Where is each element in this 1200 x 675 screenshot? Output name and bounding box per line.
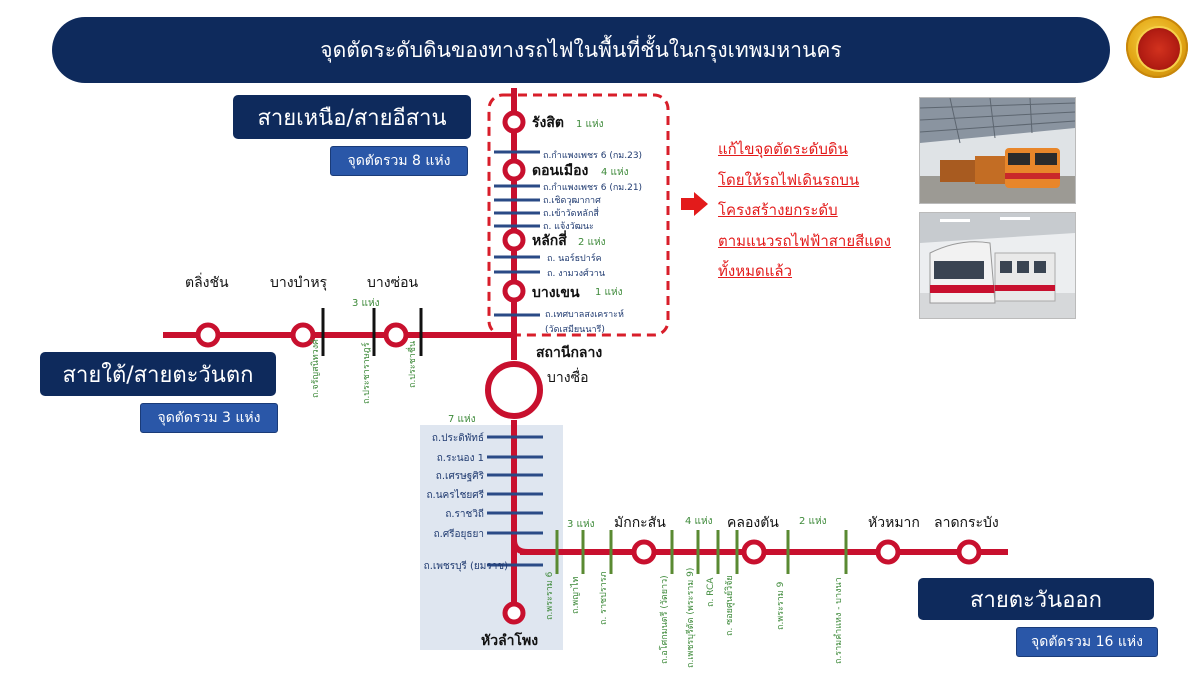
station-label-hualamphong: หัวลำโพง — [481, 631, 538, 649]
segment-count: 4 แห่ง — [685, 516, 713, 527]
station-marker-huamak — [875, 539, 901, 565]
station-marker-bangkhen — [502, 279, 526, 303]
note-line: ทั้งหมดแล้ว — [718, 262, 793, 280]
crossing-label: ถ.รามคำแหง - บางนา — [833, 577, 844, 664]
station-label-khlongtan: คลองตัน — [727, 515, 779, 531]
crossing-label: ถ.นครไชยศรี — [426, 489, 484, 501]
crossing-label: ถ. ซอยศูนย์วิจัย — [723, 575, 735, 636]
station-marker-hualamphong — [502, 601, 526, 625]
note-line: ตามแนวรถไฟฟ้าสายสีแดง — [718, 231, 891, 250]
crossing-label: ถ.กำแพงเพชร 6 (กม.21) — [543, 182, 642, 193]
station-label-bangkhen: บางเขน — [532, 285, 580, 301]
crossing-label: ถ.กำแพงเพชร 6 (กม.23) — [543, 150, 642, 161]
segment-count: 1 แห่ง — [595, 287, 623, 298]
crossing-label: (วัดเสมียนนารี) — [545, 324, 605, 335]
crossing-label: ถ.เพชรบุรีตัด (พระราม 9) — [685, 568, 696, 668]
station-marker-khlongtan — [741, 539, 767, 565]
arrow-right-icon — [681, 192, 708, 216]
crossing-label: ถ.เศรษฐศิริ — [436, 471, 485, 482]
region-north-count: จุดตัดรวม 8 แห่ง — [330, 146, 468, 176]
station-label-talingchan: ตลิ่งชัน — [185, 273, 229, 291]
crossing-label: ถ.เชิดวุฒากาศ — [543, 195, 601, 206]
note-line: โดยให้รถไฟเดินรถบน — [718, 170, 860, 189]
segment-count: 4 แห่ง — [601, 167, 629, 178]
segment-count: 2 แห่ง — [799, 516, 827, 527]
crossing-label: ถ.ระนอง 1 — [437, 453, 484, 464]
station-label-rangsit: รังสิต — [532, 115, 564, 131]
station-marker-bangbamru — [290, 322, 316, 348]
station-label-laksi: หลักสี่ — [532, 230, 567, 249]
station-label-bangsue-1: สถานีกลาง — [536, 345, 602, 361]
crossing-label: ถ.ประชาชื่น — [405, 341, 418, 388]
elevated-zone-box — [487, 93, 670, 337]
station-label-bangson: บางซ่อน — [367, 275, 418, 291]
station-marker-laksi — [502, 228, 526, 252]
segment-count: 1 แห่ง — [576, 119, 604, 130]
elevation-note: แก้ไขจุดตัดระดับดิน โดยให้รถไฟเดินรถบน โ… — [718, 134, 891, 287]
train-photo-2 — [919, 212, 1076, 319]
station-label-latkrabang: ลาดกระบัง — [934, 515, 999, 531]
note-line: โครงสร้างยกระดับ — [718, 201, 838, 219]
station-label-donmueang: ดอนเมือง — [532, 163, 588, 179]
station-marker-latkrabang — [956, 539, 982, 565]
crossing-label: ถ.เข้าวัดหลักสี่ — [543, 206, 599, 219]
station-label-huamak: หัวหมาก — [868, 515, 920, 531]
crossing-label: ถ.อโศกมนตรี (วัดยาว) — [659, 575, 670, 664]
east-junction — [511, 539, 529, 555]
segment-count: 3 แห่ง — [352, 298, 380, 309]
crossing-label: ถ.ราชวิถี — [445, 508, 484, 520]
crossing-label: ถ.เพชรบุรี (ยมราช) — [424, 560, 508, 572]
segment-count: 7 แห่ง — [448, 414, 476, 425]
crossing-label: ถ.พญาไท — [570, 577, 581, 614]
region-east-count: จุดตัดรวม 16 แห่ง — [1016, 627, 1158, 657]
crossing-label: ถ.พระราม 9 — [776, 581, 786, 630]
crossing-label: ถ.ศรีอยุธยา — [434, 528, 484, 540]
region-north-label: สายเหนือ/สายอีสาน — [233, 95, 471, 139]
segment-count: 3 แห่ง — [567, 519, 595, 530]
crossing-label: ถ.ประดิพัทธ์ — [432, 432, 484, 444]
page-title: จุดตัดระดับดินของทางรถไฟในพื้นที่ชั้นในก… — [52, 17, 1110, 83]
station-label-bangsue-2: บางซื่อ — [547, 368, 589, 386]
station-marker-talingchan — [195, 322, 221, 348]
region-east-label: สายตะวันออก — [918, 578, 1154, 620]
region-south-count: จุดตัดรวม 3 แห่ง — [140, 403, 278, 433]
station-marker-bangson — [383, 322, 409, 348]
station-marker-rangsit — [502, 110, 526, 134]
srt-emblem-logo — [1126, 16, 1188, 78]
region-south-label: สายใต้/สายตะวันตก — [40, 352, 276, 396]
crossing-label: ถ. RCA — [706, 577, 716, 607]
crossing-label: ถ.ประชาราษฎร์ — [360, 342, 372, 404]
crossing-label: ถ. แจ้งวัฒนะ — [543, 221, 594, 232]
crossing-label: ถ.จรัญสนิทวงศ์ — [309, 339, 321, 398]
segment-count: 2 แห่ง — [578, 237, 606, 248]
note-line: แก้ไขจุดตัดระดับดิน — [718, 140, 848, 158]
train-photo-1 — [919, 97, 1076, 204]
station-label-bangbamru: บางบำหรุ — [270, 275, 328, 291]
crossing-label: ถ.เทศบาลสงเคราะห์ — [545, 308, 624, 320]
crossing-label: ถ.พระราม 6 — [545, 571, 555, 620]
station-marker-donmueang — [502, 158, 526, 182]
central-zone-shade — [420, 425, 563, 650]
bangsue-central-station-marker — [485, 361, 543, 419]
station-label-makkasan: มักกะสัน — [614, 515, 666, 531]
crossing-label: ถ. งามวงศ์วาน — [547, 267, 605, 279]
crossing-label: ถ. ราชปรารภ — [599, 571, 609, 625]
crossing-label: ถ. นอร์ธปาร์ค — [547, 252, 602, 264]
station-marker-makkasan — [631, 539, 657, 565]
